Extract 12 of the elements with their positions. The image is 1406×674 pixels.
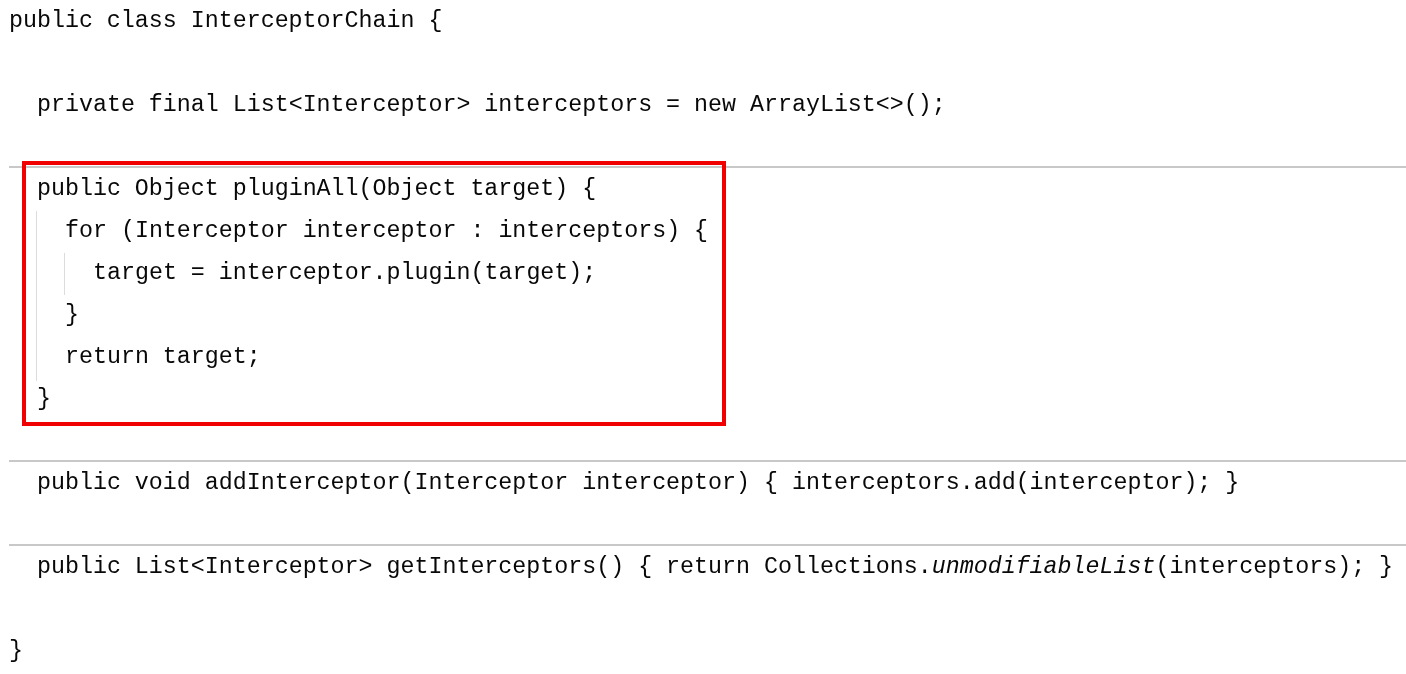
code-line: } xyxy=(9,637,23,666)
code-line: public void addInterceptor(Interceptor interceptor) { interceptors.add(interceptor); } xyxy=(37,469,1240,498)
code-line: } xyxy=(37,385,51,414)
code-line: target = interceptor.plugin(target); xyxy=(93,259,597,288)
code-line: public Object pluginAll(Object target) { xyxy=(37,175,597,204)
code-line: public class InterceptorChain { xyxy=(9,7,443,36)
highlight-box xyxy=(22,161,726,426)
code-line: private final List<Interceptor> interceptors = new ArrayList<>(); xyxy=(37,91,946,120)
code-line: return target; xyxy=(65,343,261,372)
code-line: for (Interceptor interceptor : interceptors) { xyxy=(65,217,709,246)
code-line: public List<Interceptor> getInterceptors() { return Collections.unmodifiableList(interceptors); } xyxy=(37,553,1394,582)
code-line: } xyxy=(65,301,79,330)
